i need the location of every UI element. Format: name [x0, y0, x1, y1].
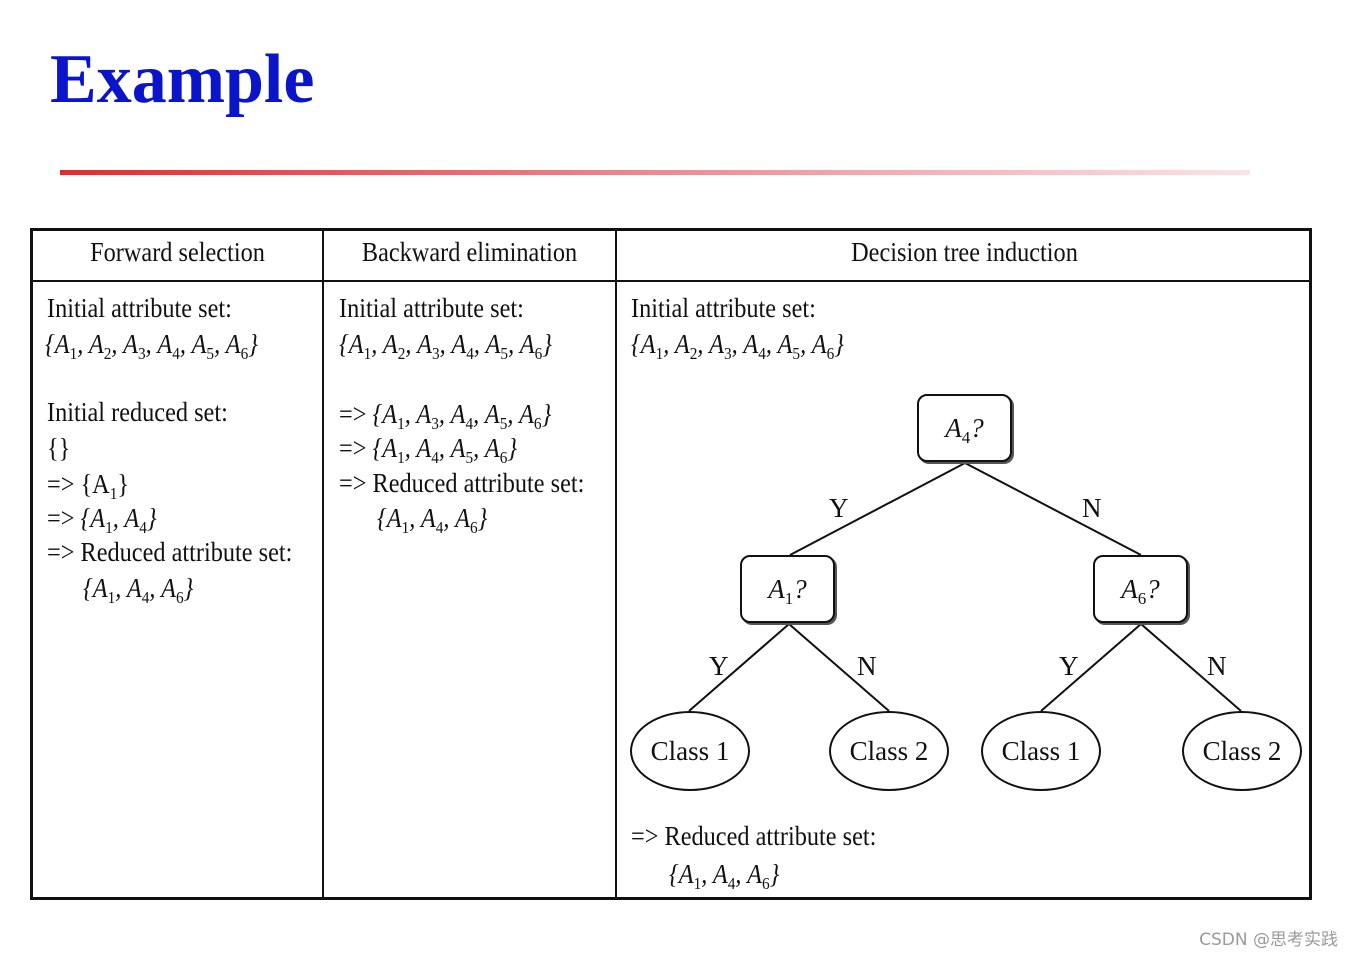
edge-label-yes: Y [709, 651, 729, 681]
edge-label-no: N [1082, 493, 1102, 523]
leaf-class-1: Class 1 [630, 711, 750, 791]
edge-left-leaf1 [688, 623, 790, 712]
title-divider [60, 170, 1250, 175]
leaf-class-1: Class 1 [981, 711, 1101, 791]
header-decision-tree-induction: Decision tree induction [851, 237, 1078, 267]
header-backward-elimination: Backward elimination [361, 237, 578, 267]
watermark: CSDN @思考实践 [1199, 930, 1338, 950]
forward-initial-label: Initial attribute set: [47, 293, 232, 323]
tree-left-node: A1? [740, 555, 835, 623]
edge-right-leaf4 [1140, 623, 1242, 712]
backward-result-label: => Reduced attribute set: [339, 468, 585, 498]
header-forward-selection: Forward selection [90, 237, 265, 267]
backward-step-1: => {A1, A3, A4, A5, A6} [339, 399, 552, 433]
column-divider [615, 231, 617, 897]
edge-root-right [964, 462, 1142, 556]
backward-step-2: => {A1, A4, A5, A6} [339, 433, 518, 467]
edge-right-leaf3 [1040, 623, 1142, 712]
edge-root-left [789, 462, 966, 556]
edge-label-yes: Y [1059, 651, 1079, 681]
backward-initial-set: {A1, A2, A3, A4, A5, A6} [339, 329, 553, 363]
forward-result-label: => Reduced attribute set: [47, 537, 293, 567]
column-divider [322, 231, 324, 897]
edge-left-leaf2 [788, 623, 890, 712]
forward-step-1: => {A1} [47, 469, 130, 503]
comparison-table: Forward selection Backward elimination D… [30, 228, 1312, 900]
backward-result-set: {A1, A4, A6} [377, 503, 488, 537]
edge-label-no: N [857, 651, 877, 681]
forward-reduced-label: Initial reduced set: [47, 397, 228, 427]
tree-edges [688, 462, 1242, 712]
forward-step-2: => {A1, A4} [47, 503, 157, 537]
tree-initial-label: Initial attribute set: [631, 293, 816, 323]
slide-title: Example [50, 41, 315, 118]
edge-label-yes: Y [829, 493, 849, 523]
tree-result-label: => Reduced attribute set: [631, 821, 877, 851]
backward-initial-label: Initial attribute set: [339, 293, 524, 323]
leaf-class-2: Class 2 [829, 711, 949, 791]
leaf-class-2: Class 2 [1182, 711, 1302, 791]
edge-label-no: N [1207, 651, 1227, 681]
tree-result-set: {A1, A4, A6} [669, 859, 780, 893]
tree-right-node: A6? [1093, 555, 1188, 623]
header-divider [33, 280, 1309, 282]
tree-initial-set: {A1, A2, A3, A4, A5, A6} [631, 329, 845, 363]
forward-initial-set: {A1, A2, A3, A4, A5, A6} [45, 329, 259, 363]
forward-result-set: {A1, A4, A6} [83, 573, 194, 607]
forward-empty-set: {} [47, 433, 71, 463]
tree-root-node: A4? [917, 394, 1012, 462]
